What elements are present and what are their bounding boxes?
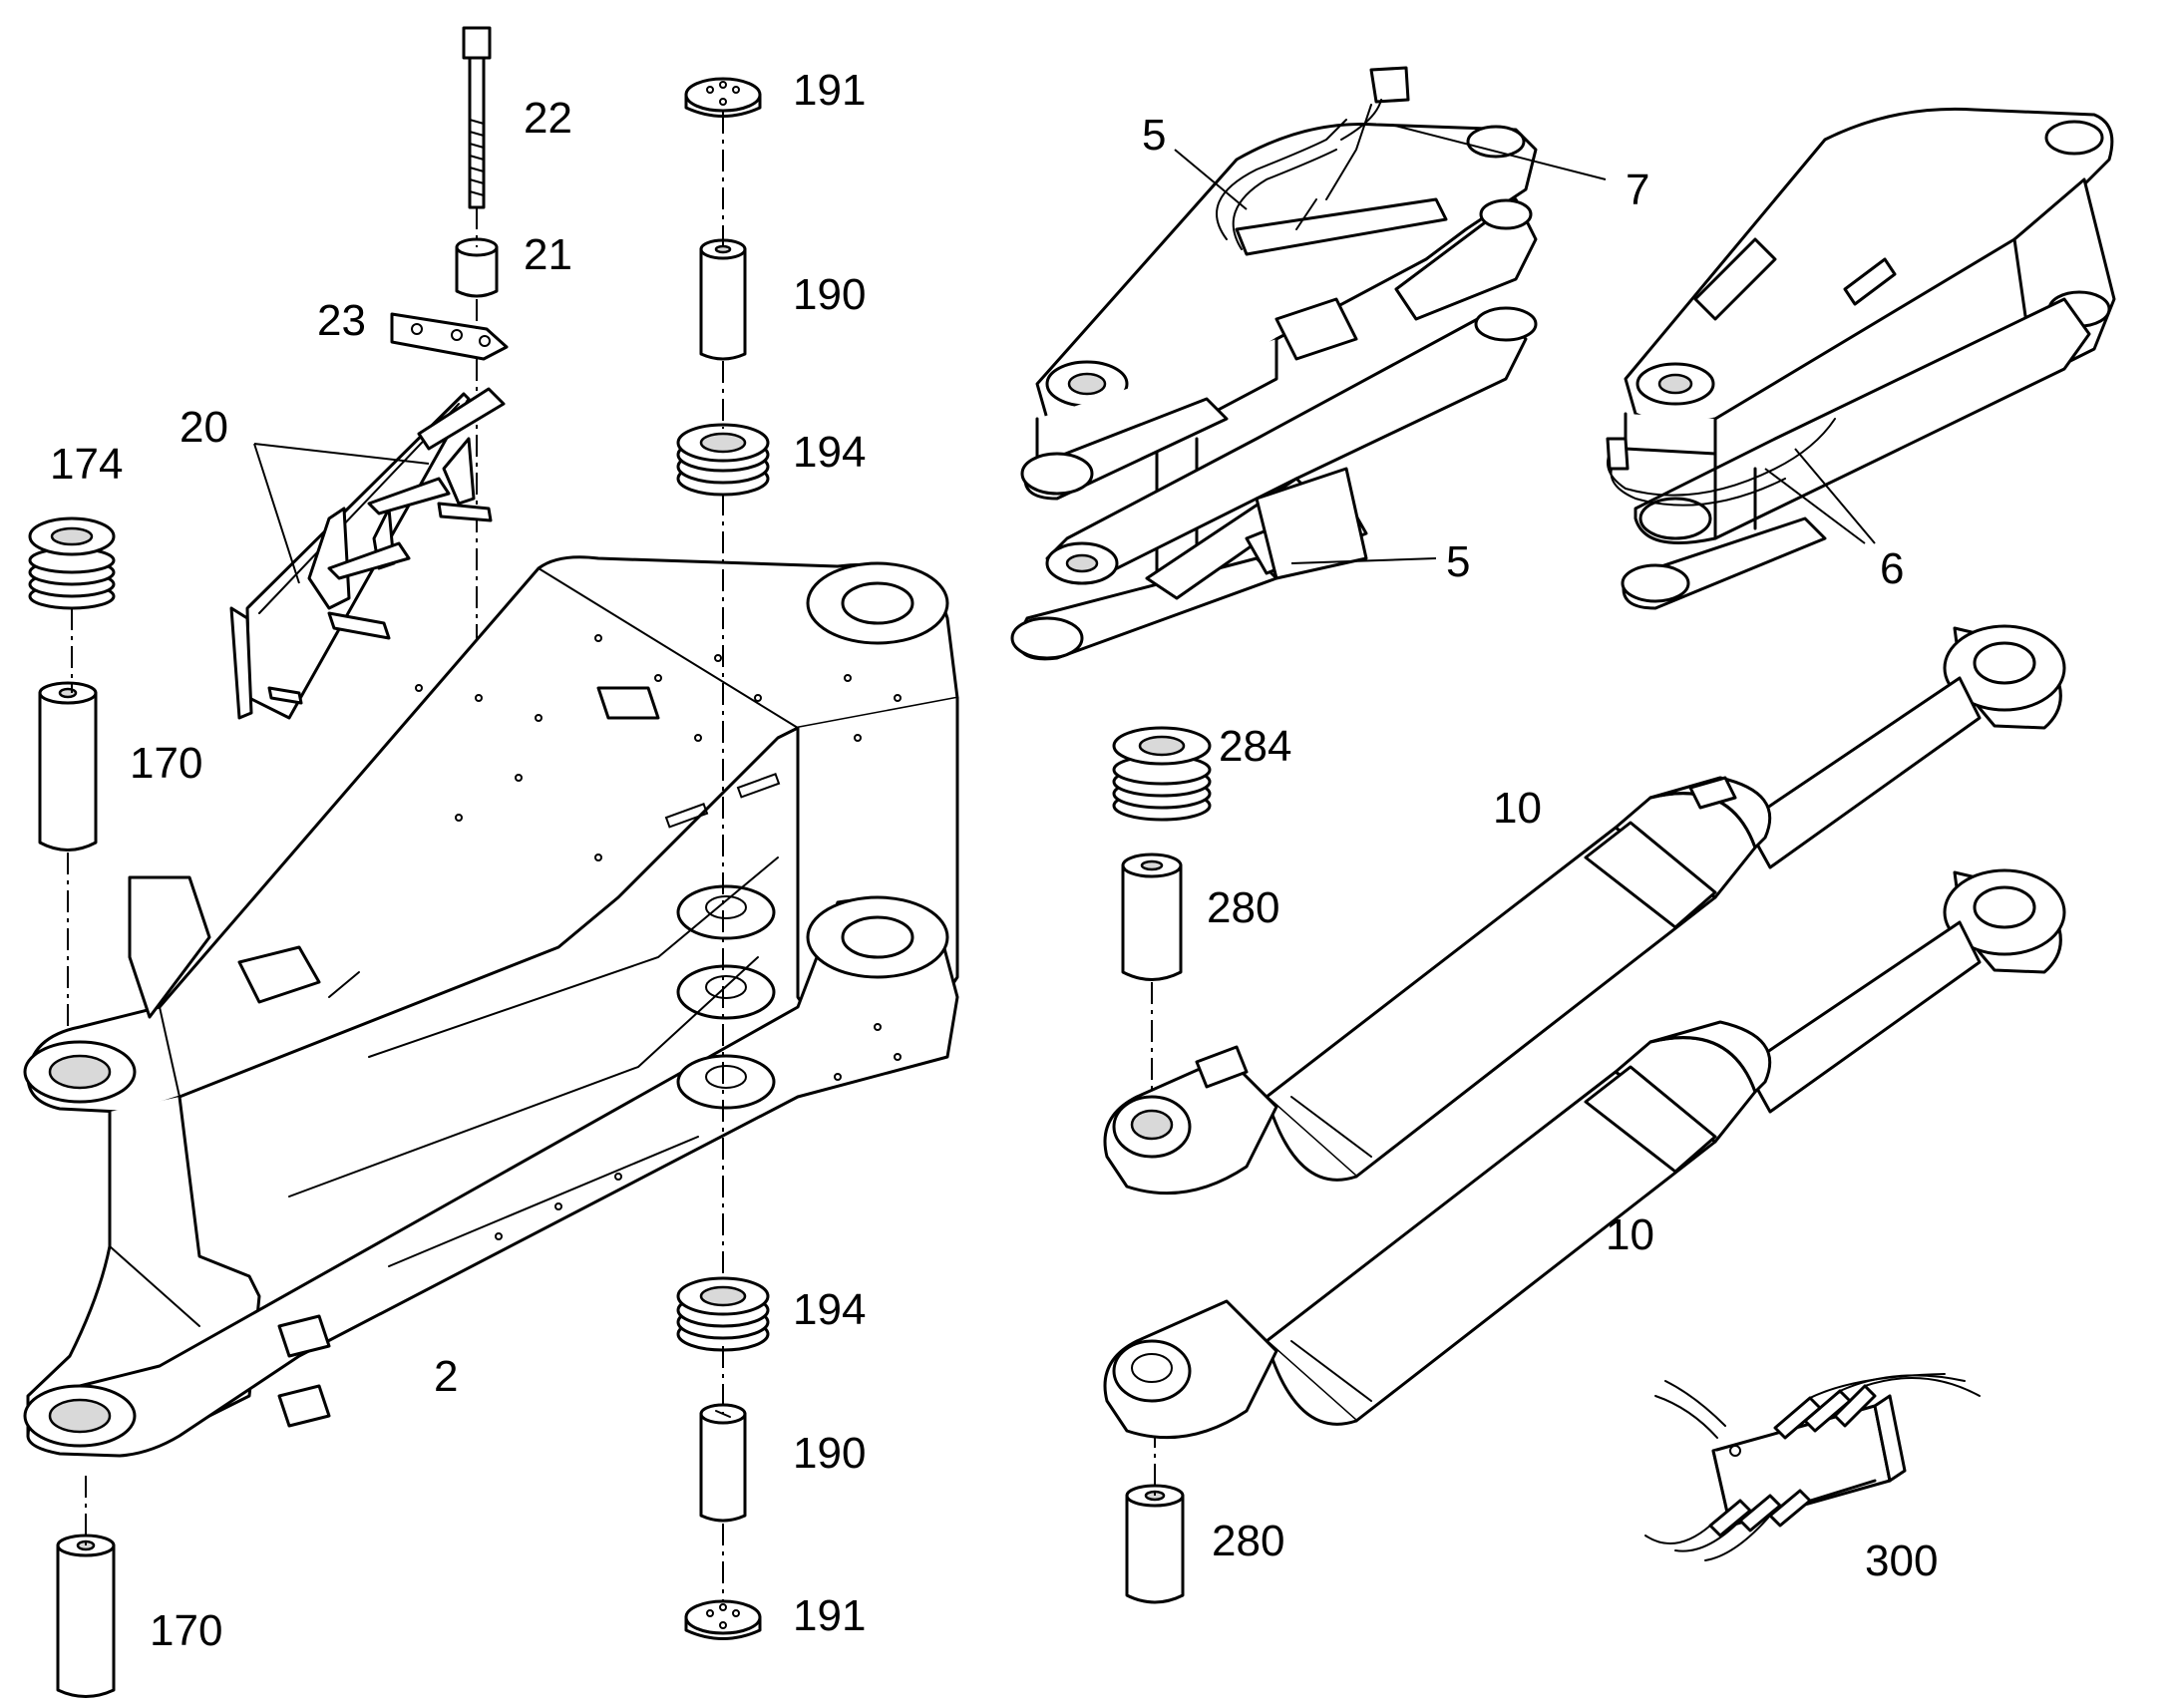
- damper-194-top: [676, 423, 770, 497]
- callout-5-top: 5: [1142, 111, 1166, 160]
- damper-194-bottom: [676, 1276, 770, 1352]
- assembly-view-left: [1010, 66, 1538, 661]
- pin-190-top: [699, 238, 747, 361]
- spacer-21: [455, 237, 499, 298]
- pin-280-top: [1121, 853, 1183, 981]
- cap-191-top: [684, 77, 762, 118]
- callout-191-top: 191: [793, 66, 866, 115]
- axis-left-top: [67, 608, 73, 1047]
- callout-2: 2: [434, 1352, 458, 1401]
- bolt-22: [462, 26, 492, 209]
- leader-20: [253, 443, 430, 584]
- callout-300: 300: [1865, 1537, 1938, 1585]
- damper-174: [28, 516, 116, 610]
- leader-5-top: [1174, 149, 1248, 210]
- plate-23: [390, 312, 509, 361]
- callout-21: 21: [524, 230, 572, 279]
- leader-5-bottom: [1290, 557, 1437, 564]
- callout-22: 22: [524, 94, 572, 143]
- leader-7: [1390, 124, 1607, 180]
- callout-194-top: 194: [793, 428, 866, 477]
- pin-280-bottom: [1125, 1484, 1185, 1604]
- pin-170-bottom: [56, 1534, 116, 1698]
- cylinder-10-lower: [1103, 868, 2066, 1440]
- callout-284: 284: [1219, 722, 1291, 771]
- callout-23: 23: [317, 296, 366, 345]
- callout-190-top: 190: [793, 270, 866, 319]
- callout-174: 174: [50, 440, 123, 489]
- callout-190-bottom: 190: [793, 1429, 866, 1478]
- callout-10-top: 10: [1493, 784, 1542, 833]
- callout-194-bottom: 194: [793, 1285, 866, 1334]
- leader-6: [1764, 448, 1876, 544]
- callout-280-top: 280: [1207, 883, 1279, 932]
- callout-6: 6: [1880, 544, 1904, 593]
- callout-7: 7: [1626, 166, 1649, 214]
- callout-280-bottom: 280: [1212, 1517, 1284, 1565]
- callout-191-bottom: 191: [793, 1591, 866, 1640]
- valve-block-300: [1644, 1373, 1981, 1561]
- pin-190-bottom: [699, 1403, 747, 1523]
- damper-284: [1112, 726, 1212, 822]
- frame-2: [23, 387, 959, 1458]
- callout-170-top: 170: [130, 739, 202, 788]
- callout-20: 20: [180, 403, 228, 452]
- callout-170-bottom: 170: [150, 1606, 222, 1655]
- cap-191-bottom: [684, 1599, 762, 1640]
- assembly-view-right: [1606, 107, 2116, 610]
- callout-5-bottom: 5: [1446, 537, 1470, 586]
- cylinder-10-upper: [1103, 624, 2066, 1196]
- pin-170-top: [38, 681, 98, 852]
- callout-10-bottom: 10: [1606, 1210, 1654, 1259]
